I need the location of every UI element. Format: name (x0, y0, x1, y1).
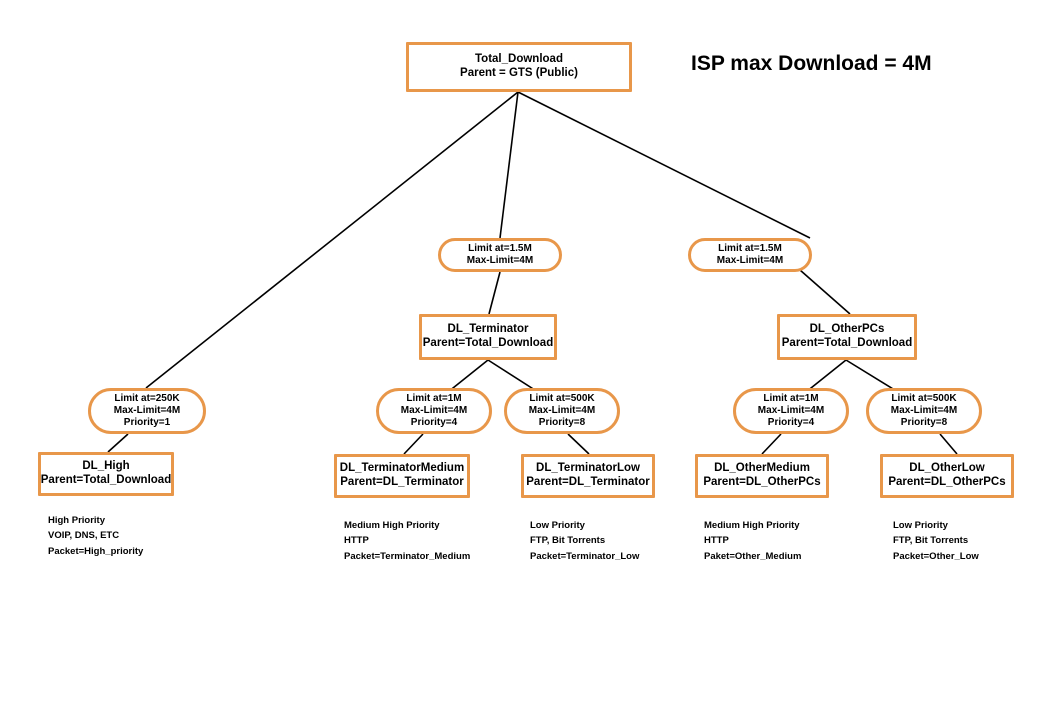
node-dl-terminator-medium-parent: Parent=DL_Terminator (340, 476, 464, 488)
note-other-low-line2: FTP, Bit Torrents (893, 535, 969, 547)
note-high: High Priority VOIP, DNS, ETC Packet=High… (48, 513, 143, 559)
node-limit-terminator-medium-max: Max-Limit=4M (400, 405, 468, 417)
edge-root-to-otherpcs (517, 91, 811, 239)
note-terminator-medium-line3: Packet=Terminator_Medium (344, 550, 471, 562)
note-terminator-medium-line1: Medium High Priority (344, 520, 440, 531)
diagram-title: ISP max Download = 4M (691, 52, 932, 75)
node-dl-other-low[interactable]: DL_OtherLow Parent=DL_OtherPCs (880, 454, 1014, 498)
node-limit-other-medium-limit: Limit at=1M (763, 393, 819, 405)
node-dl-terminator[interactable]: DL_Terminator Parent=Total_Download (419, 314, 557, 360)
edge-terminator-to-medium-limit (447, 359, 489, 393)
node-limit-terminator[interactable]: Limit at=1.5M Max-Limit=4M (438, 238, 562, 272)
node-limit-other-medium-max: Max-Limit=4M (757, 405, 825, 417)
node-dl-otherpcs[interactable]: DL_OtherPCs Parent=Total_Download (777, 314, 917, 360)
note-other-medium-line3: Paket=Other_Medium (704, 550, 802, 562)
node-dl-other-medium[interactable]: DL_OtherMedium Parent=DL_OtherPCs (695, 454, 829, 498)
node-limit-high-priority: Priority=1 (123, 416, 171, 428)
node-dl-other-low-title: DL_OtherLow (909, 462, 985, 475)
node-limit-other-low-priority: Priority=8 (900, 416, 948, 428)
note-other-low-line3: Packet=Other_Low (893, 550, 979, 562)
node-limit-otherpcs-max: Max-Limit=4M (716, 255, 784, 266)
node-limit-terminator-low-priority: Priority=8 (538, 416, 586, 428)
node-limit-terminator-max: Max-Limit=4M (466, 255, 534, 266)
node-limit-terminator-low[interactable]: Limit at=500K Max-Limit=4M Priority=8 (504, 388, 620, 434)
node-dl-terminator-low-parent: Parent=DL_Terminator (526, 476, 650, 488)
node-dl-terminator-title: DL_Terminator (447, 323, 529, 336)
node-dl-terminator-low-title: DL_TerminatorLow (536, 462, 640, 475)
node-limit-other-medium[interactable]: Limit at=1M Max-Limit=4M Priority=4 (733, 388, 849, 434)
note-other-medium-line1: Medium High Priority (704, 520, 800, 531)
node-limit-other-low[interactable]: Limit at=500K Max-Limit=4M Priority=8 (866, 388, 982, 434)
edge-high-limit-to-dl-high (107, 433, 129, 453)
node-dl-other-medium-title: DL_OtherMedium (714, 462, 810, 475)
node-dl-high-title: DL_High (82, 460, 130, 473)
node-dl-otherpcs-parent: Parent=Total_Download (781, 337, 913, 349)
node-dl-high-parent: Parent=Total_Download (40, 474, 172, 486)
node-total-download-title: Total_Download (475, 53, 563, 66)
node-dl-terminator-low[interactable]: DL_TerminatorLow Parent=DL_Terminator (521, 454, 655, 498)
edge-other-low-limit-to-box (939, 433, 958, 455)
node-limit-terminator-limit: Limit at=1.5M (468, 243, 532, 255)
edge-root-to-terminator (499, 91, 519, 239)
edge-term-medium-limit-to-box (403, 433, 424, 455)
node-dl-terminator-medium[interactable]: DL_TerminatorMedium Parent=DL_Terminator (334, 454, 470, 498)
edge-terminator-to-low-limit (487, 359, 539, 393)
node-total-download-parent: Parent = GTS (Public) (460, 67, 578, 79)
note-terminator-low-line3: Packet=Terminator_Low (530, 550, 640, 562)
note-high-line2: VOIP, DNS, ETC (48, 530, 120, 542)
node-dl-terminator-medium-title: DL_TerminatorMedium (339, 462, 465, 475)
node-limit-terminator-medium-priority: Priority=4 (410, 416, 458, 428)
node-limit-high-max: Max-Limit=4M (113, 405, 181, 417)
node-dl-terminator-parent: Parent=Total_Download (422, 337, 554, 349)
node-dl-other-low-parent: Parent=DL_OtherPCs (888, 476, 1006, 488)
edge-otherpcs-to-medium-limit (805, 359, 847, 393)
note-other-low: Low Priority FTP, Bit Torrents Packet=Ot… (893, 518, 979, 564)
node-limit-otherpcs-limit: Limit at=1.5M (718, 243, 782, 255)
note-high-line3: Packet=High_priority (48, 545, 144, 557)
note-high-line1: High Priority (48, 515, 106, 526)
edge-limit-to-dl-otherpcs (799, 269, 851, 315)
node-limit-terminator-low-max: Max-Limit=4M (528, 405, 596, 417)
node-dl-other-medium-parent: Parent=DL_OtherPCs (703, 476, 821, 488)
node-limit-terminator-low-limit: Limit at=500K (529, 393, 595, 405)
node-dl-otherpcs-title: DL_OtherPCs (809, 323, 885, 336)
node-limit-other-low-max: Max-Limit=4M (890, 405, 958, 417)
node-limit-terminator-medium-limit: Limit at=1M (406, 393, 462, 405)
node-limit-terminator-medium[interactable]: Limit at=1M Max-Limit=4M Priority=4 (376, 388, 492, 434)
edge-otherpcs-to-low-limit (845, 359, 899, 393)
node-limit-high-limit: Limit at=250K (114, 393, 180, 405)
node-total-download[interactable]: Total_Download Parent = GTS (Public) (406, 42, 632, 92)
node-limit-otherpcs[interactable]: Limit at=1.5M Max-Limit=4M (688, 238, 812, 272)
node-dl-high[interactable]: DL_High Parent=Total_Download (38, 452, 174, 496)
edge-limit-to-dl-terminator (488, 271, 501, 315)
node-limit-other-medium-priority: Priority=4 (767, 416, 815, 428)
note-terminator-medium-line2: HTTP (344, 535, 369, 547)
note-other-medium: Medium High Priority HTTP Paket=Other_Me… (704, 518, 801, 564)
edge-other-medium-limit-to-box (761, 433, 782, 455)
node-limit-other-low-limit: Limit at=500K (891, 393, 957, 405)
note-terminator-low-line1: Low Priority (530, 520, 585, 531)
node-limit-high[interactable]: Limit at=250K Max-Limit=4M Priority=1 (88, 388, 206, 434)
note-terminator-medium: Medium High Priority HTTP Packet=Termina… (344, 518, 470, 564)
note-other-low-line1: Low Priority (893, 520, 948, 531)
edge-term-low-limit-to-box (567, 433, 590, 455)
note-terminator-low-line2: FTP, Bit Torrents (530, 535, 606, 547)
edge-root-to-high (145, 91, 519, 389)
note-other-medium-line2: HTTP (704, 535, 729, 547)
note-terminator-low: Low Priority FTP, Bit Torrents Packet=Te… (530, 518, 639, 564)
